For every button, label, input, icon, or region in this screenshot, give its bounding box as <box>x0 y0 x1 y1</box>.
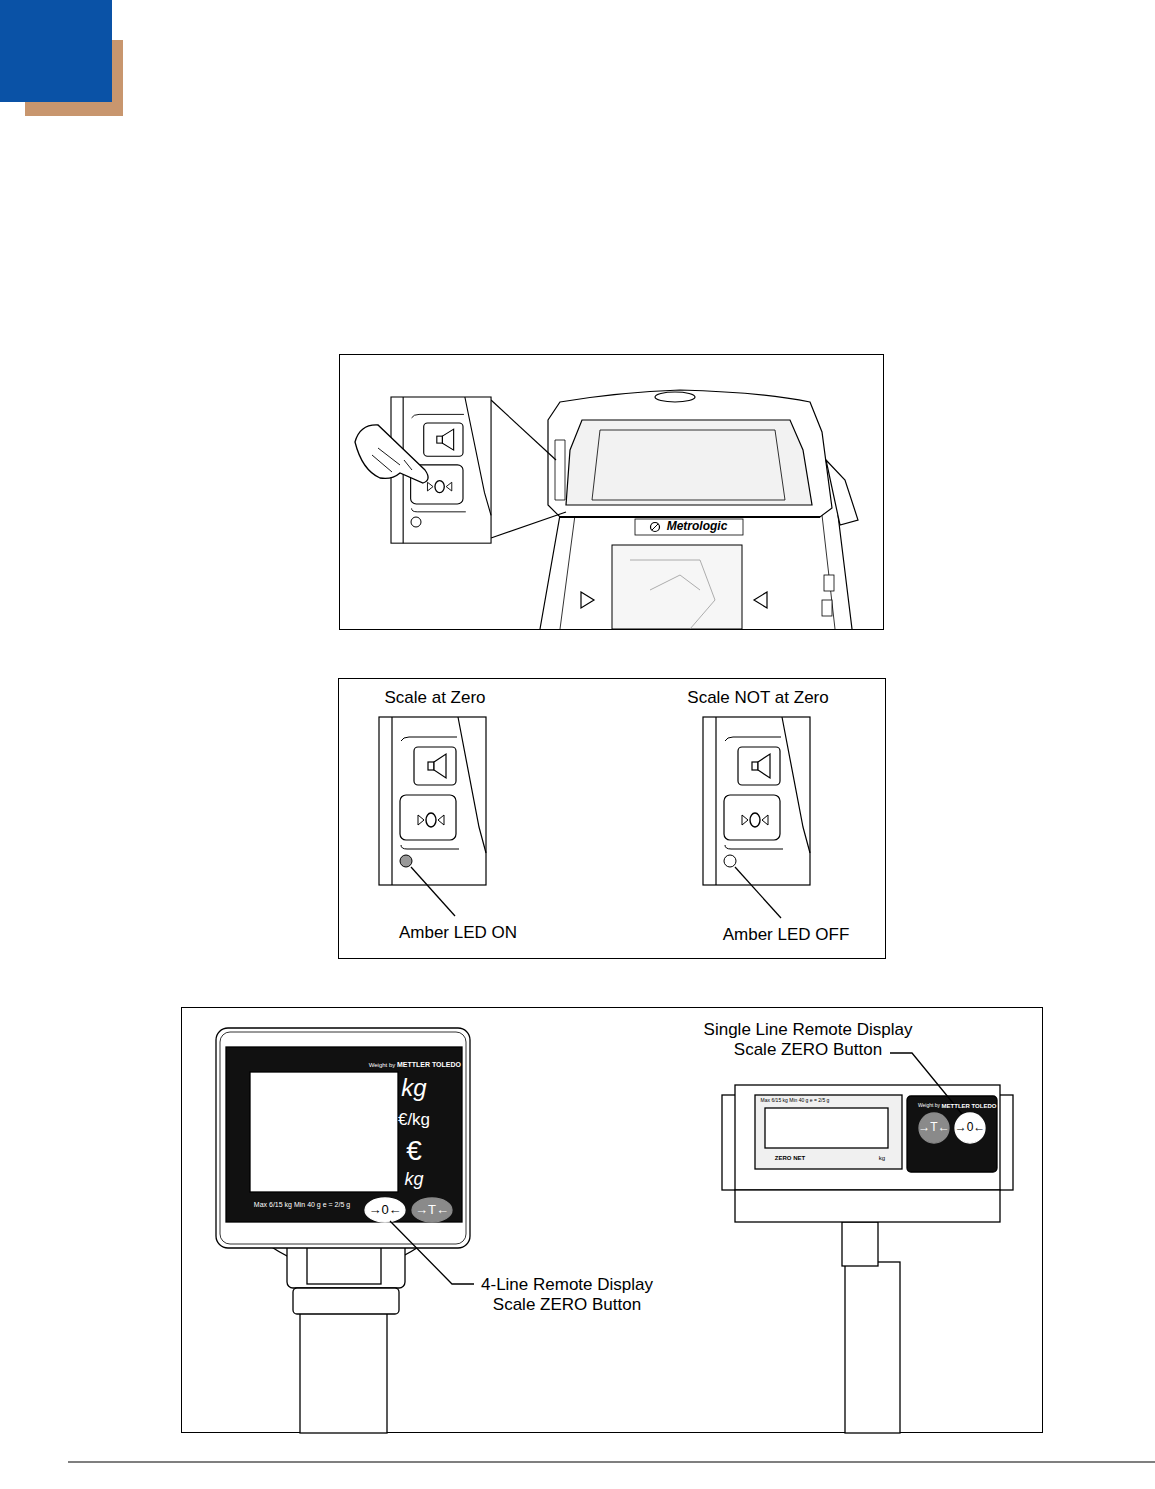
callout-label: 4-Line Remote Display Scale ZERO Button <box>467 1275 667 1314</box>
figure-caption: Scale at Zero <box>384 688 485 708</box>
single-line-display <box>722 1085 1013 1433</box>
figure-caption: Scale NOT at Zero <box>687 688 828 708</box>
unit-label: kg <box>879 1155 885 1162</box>
button-panel <box>379 717 486 885</box>
pointing-hand <box>355 425 428 483</box>
figure-frame <box>182 1008 1043 1433</box>
callout-line <box>491 400 556 460</box>
callout-label: Amber LED OFF <box>723 925 850 945</box>
leader-line <box>411 867 455 916</box>
four-line-display <box>216 1028 470 1433</box>
figure-frame <box>340 355 884 630</box>
brand-text: Weight by <box>369 1062 396 1069</box>
tare-button: →T← <box>415 1203 449 1218</box>
brand-text: Weight by <box>918 1103 940 1109</box>
zero-button: →0← <box>955 1121 986 1135</box>
leader-line <box>735 867 781 918</box>
callout-label: Amber LED ON <box>399 923 517 943</box>
brand-text: METTLER TOLEDO <box>942 1103 997 1110</box>
scanner-scale <box>540 390 858 629</box>
callout-line <box>491 512 566 538</box>
tare-button: →T← <box>918 1121 949 1135</box>
footer-rule <box>68 1461 1155 1462</box>
unit-label: €/kg <box>398 1110 430 1130</box>
button-panel <box>703 717 810 885</box>
capacity-text: Max 6/15 kg Min 40 g e = 2/5 g <box>761 1098 830 1104</box>
unit-label: kg <box>404 1169 423 1190</box>
figure-frame <box>339 679 886 959</box>
zero-button: →0← <box>368 1203 401 1218</box>
unit-label: € <box>406 1135 422 1167</box>
brand-logo: Metrologic <box>667 520 728 534</box>
status-text: ZERO NET <box>775 1155 805 1162</box>
callout-label: Single Line Remote Display Scale ZERO Bu… <box>701 1020 916 1059</box>
brand-text: METTLER TOLEDO <box>397 1061 461 1069</box>
unit-label: kg <box>401 1074 426 1102</box>
capacity-text: Max 6/15 kg Min 40 g e = 2/5 g <box>254 1201 350 1209</box>
corner-tab <box>0 0 112 102</box>
leader-line <box>390 1221 474 1284</box>
